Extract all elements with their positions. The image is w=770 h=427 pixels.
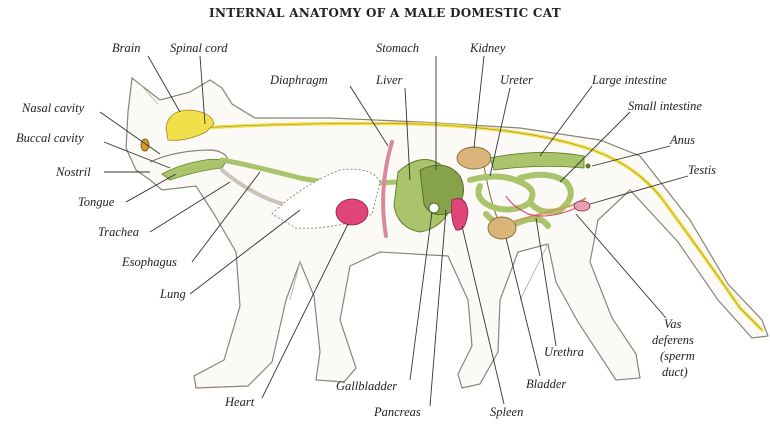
label-lung: Lung xyxy=(159,287,186,301)
label-large-intestine: Large intestine xyxy=(591,73,667,87)
label-anus: Anus xyxy=(669,133,695,147)
label-gallbladder: Gallbladder xyxy=(336,379,397,393)
gallbladder xyxy=(429,203,439,213)
label-esophagus: Esophagus xyxy=(121,255,177,269)
label-trachea: Trachea xyxy=(98,225,139,239)
label-heart: Heart xyxy=(224,395,255,409)
label-vas-deferens-2: deferens xyxy=(652,333,694,347)
label-nasal-cavity: Nasal cavity xyxy=(21,101,85,115)
diagram-title: INTERNAL ANATOMY OF A MALE DOMESTIC CAT xyxy=(0,6,770,20)
label-ureter: Ureter xyxy=(500,73,533,87)
label-spleen: Spleen xyxy=(490,405,523,419)
anus xyxy=(586,164,591,169)
label-brain: Brain xyxy=(112,41,140,55)
leader-bladder xyxy=(506,238,540,376)
label-vas-deferens-1: Vas xyxy=(664,317,682,331)
label-urethra: Urethra xyxy=(544,345,584,359)
label-diaphragm: Diaphragm xyxy=(269,73,328,87)
label-nostril: Nostril xyxy=(55,165,91,179)
label-small-intestine: Small intestine xyxy=(628,99,702,113)
label-spinal-cord: Spinal cord xyxy=(170,41,228,55)
heart xyxy=(336,199,368,225)
label-testis: Testis xyxy=(688,163,716,177)
kidney xyxy=(457,147,491,169)
label-vas-deferens-4: duct) xyxy=(662,365,688,379)
label-liver: Liver xyxy=(375,73,403,87)
label-buccal-cavity: Buccal cavity xyxy=(16,131,84,145)
label-kidney: Kidney xyxy=(469,41,506,55)
leg-contour xyxy=(520,244,548,300)
label-stomach: Stomach xyxy=(376,41,419,55)
label-vas-deferens-3: (sperm xyxy=(660,349,695,363)
testis xyxy=(574,201,590,211)
label-tongue: Tongue xyxy=(78,195,115,209)
label-pancreas: Pancreas xyxy=(373,405,421,419)
label-bladder: Bladder xyxy=(526,377,566,391)
bladder xyxy=(488,217,516,239)
